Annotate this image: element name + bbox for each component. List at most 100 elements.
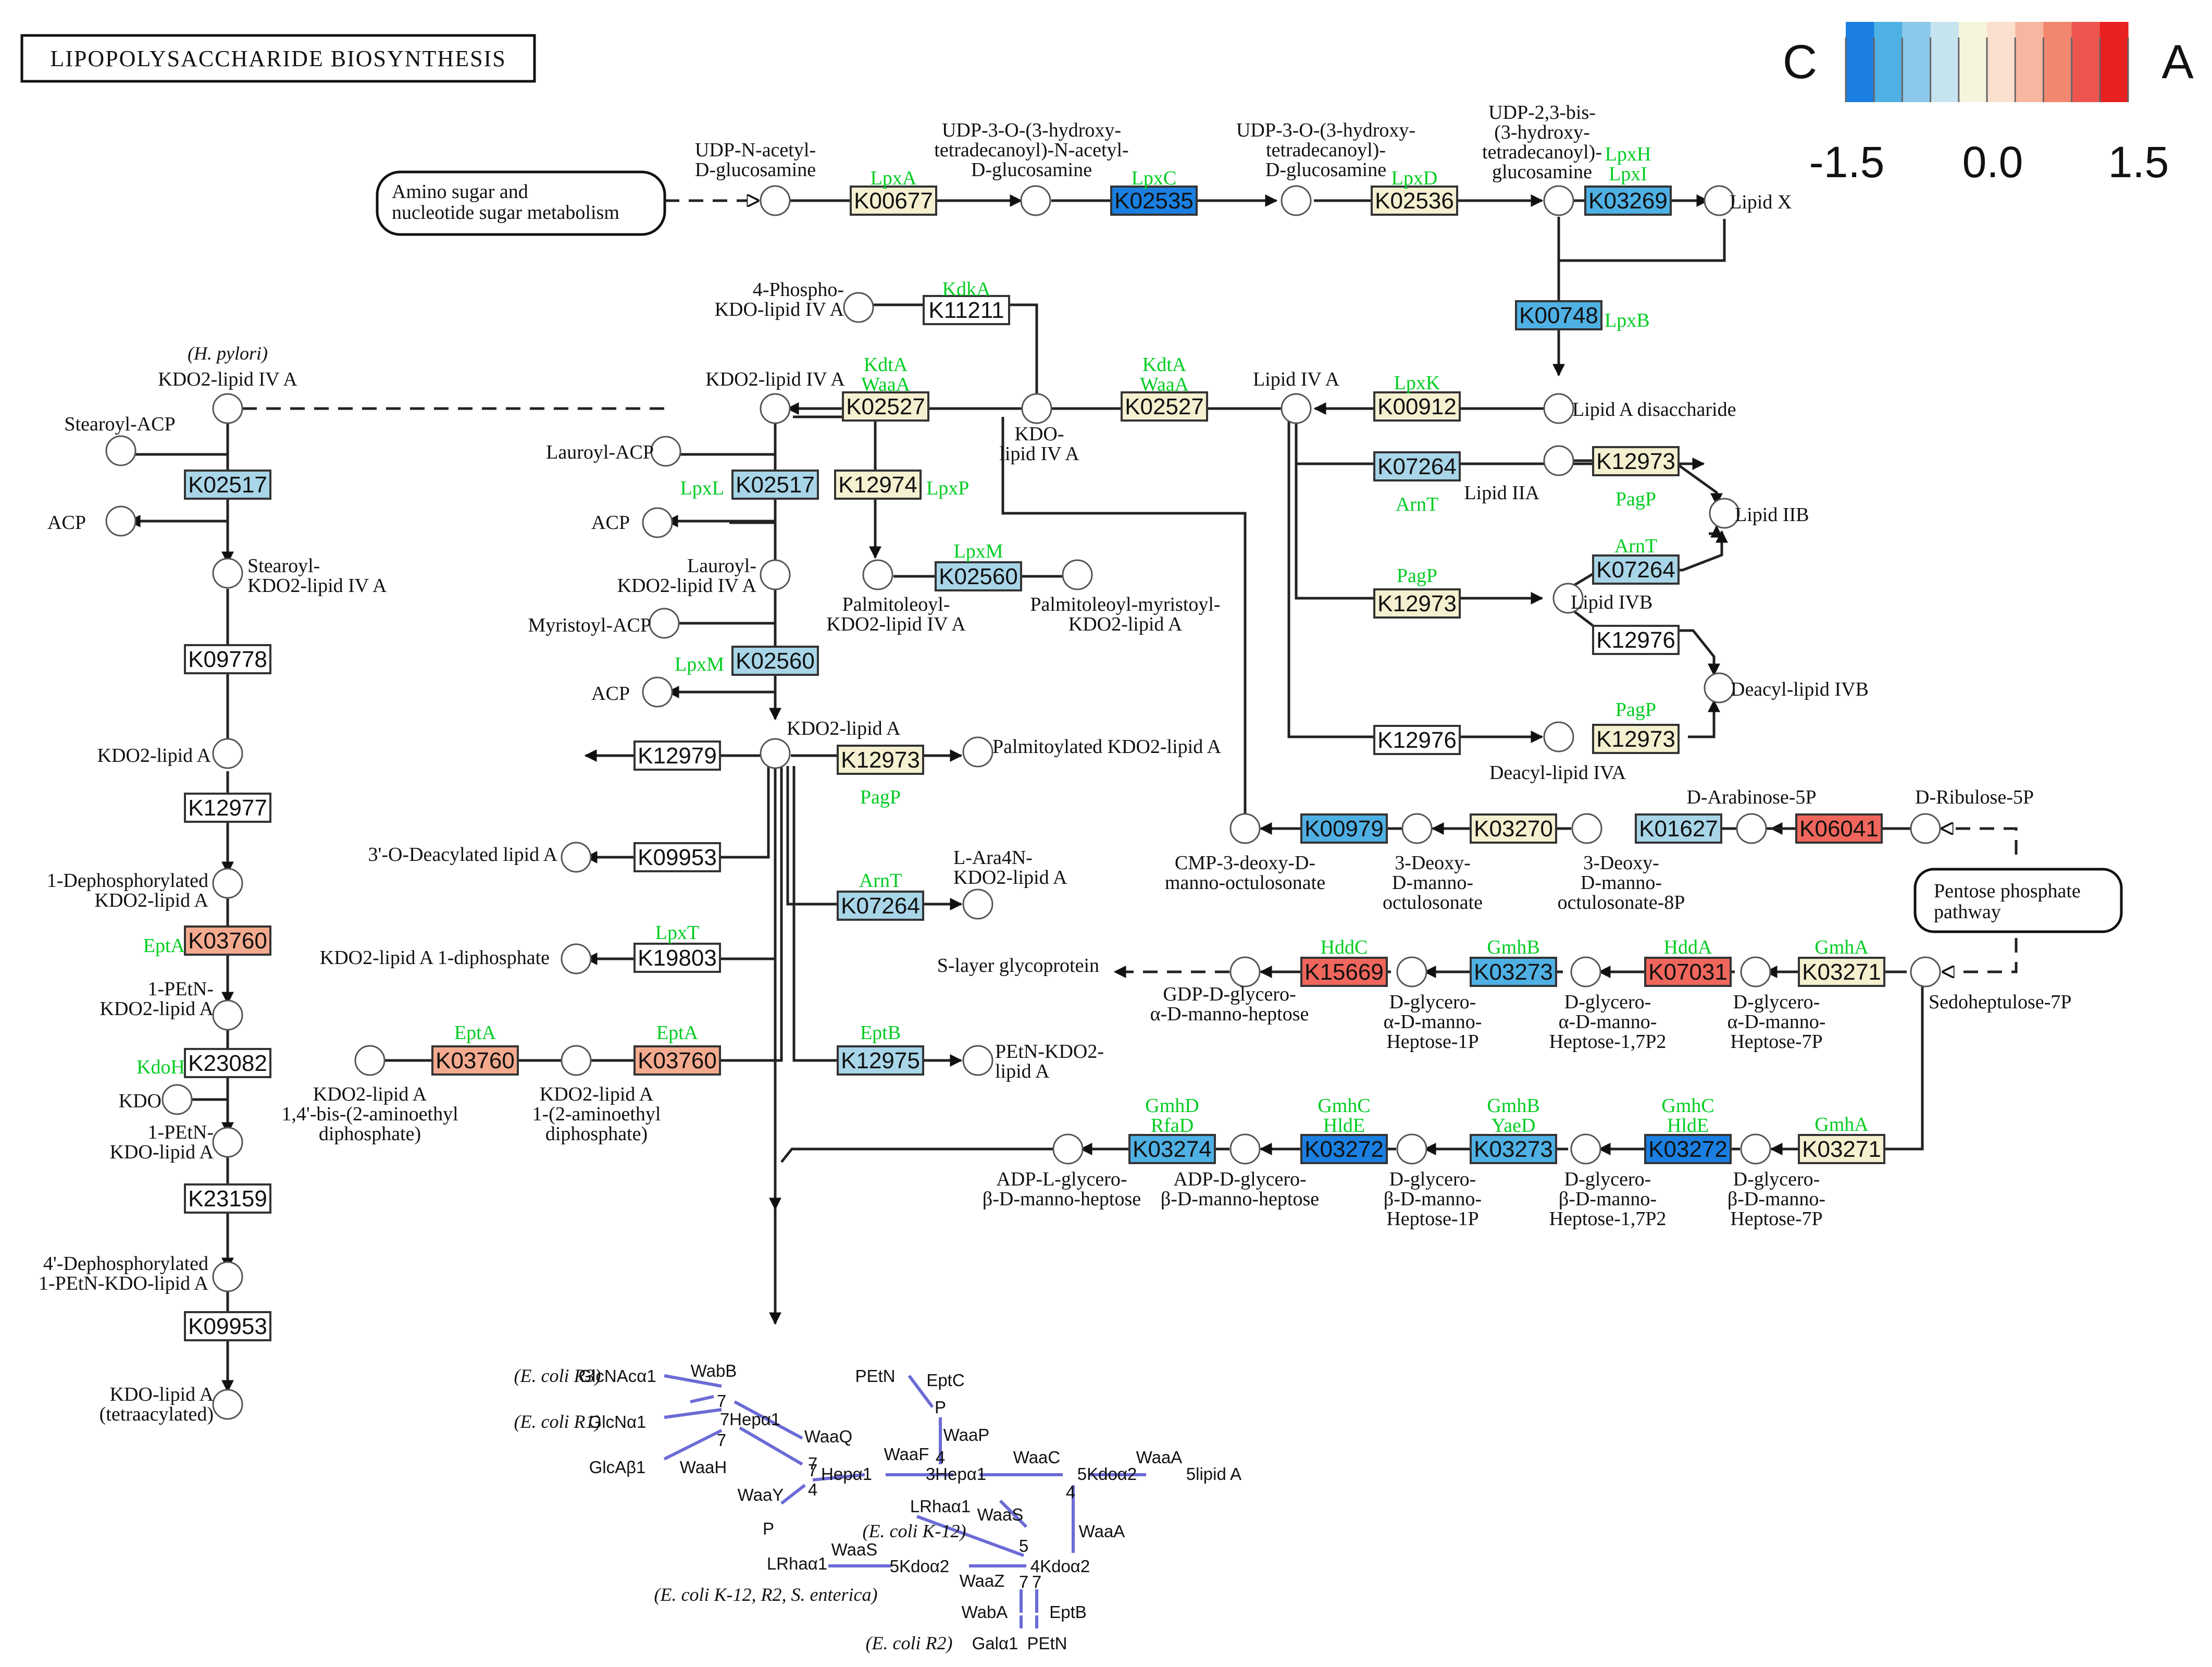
compound[interactable]: D-glycero-α-D-manno-Heptose-1P	[1384, 956, 1482, 1053]
compound[interactable]: Sedoheptulose-7P	[1910, 956, 2071, 1013]
compound[interactable]: Lipid IV A	[1253, 368, 1340, 424]
compound[interactable]: PEtN-KDO2-lipid A	[962, 1041, 1104, 1082]
compound[interactable]: D-glycero-α-D-manno-Heptose-7P	[1728, 956, 1826, 1053]
compound[interactable]: KDO-lipid IV A	[999, 393, 1079, 465]
enzyme-k23159[interactable]: K23159	[184, 1183, 271, 1214]
compound[interactable]: D-Arabinose-5P	[1686, 786, 1817, 844]
compound[interactable]: 1-PEtN-KDO-lipid A	[110, 1121, 243, 1163]
compound[interactable]: Lauroyl-ACP	[546, 436, 681, 467]
compound[interactable]: KDO-lipid A(tetraacylated)	[100, 1384, 243, 1425]
compound[interactable]: L-Ara4N-KDO2-lipid A	[953, 847, 1067, 920]
compound[interactable]: D-glycero-β-D-manno-Heptose-1,7P2	[1549, 1133, 1667, 1230]
compound[interactable]: Stearoyl-ACP	[64, 413, 176, 466]
compound[interactable]: 4-Phospho-KDO-lipid IV A	[715, 279, 874, 323]
compound[interactable]: Lipid IVB	[1552, 583, 1652, 614]
compound[interactable]: ACP	[591, 676, 673, 708]
compound[interactable]: KDO2-lipid A1,4'-bis-(2-aminoethyldiphos…	[281, 1045, 458, 1145]
compound[interactable]: D-glycero-α-D-manno-Heptose-1,7P2	[1549, 956, 1667, 1053]
compound[interactable]: 3-Deoxy-D-manno-octulosonate	[1383, 813, 1483, 913]
compound[interactable]: ADP-L-glycero-β-D-manno-heptose	[983, 1133, 1141, 1210]
compound[interactable]: CMP-3-deoxy-D-manno-octulosonate	[1165, 813, 1325, 894]
compound[interactable]: Palmitoleoyl-myristoyl-KDO2-lipid A	[1030, 559, 1221, 635]
compound[interactable]: ACP	[47, 505, 136, 537]
compound[interactable]: UDP-3-O-(3-hydroxy-tetradecanoyl)-D-gluc…	[1236, 119, 1415, 216]
enzyme-k09953[interactable]: K09953	[184, 1311, 271, 1341]
enzyme-k02517[interactable]: K02517	[184, 470, 271, 500]
enzyme-k09778[interactable]: K09778	[184, 644, 271, 674]
compound[interactable]: Palmitoleoyl-KDO2-lipid IV A	[826, 559, 966, 635]
compound[interactable]: Lipid X	[1704, 185, 1792, 216]
enzyme-k12977[interactable]: K12977	[184, 793, 271, 823]
enzyme-k12979[interactable]: K12979	[633, 740, 721, 771]
compound[interactable]: GDP-D-glycero-α-D-manno-heptose	[1150, 956, 1309, 1025]
compound[interactable]: KDO	[119, 1084, 193, 1115]
compound[interactable]: Lipid A disaccharide	[1543, 393, 1736, 424]
enzyme-k12976[interactable]: K12976	[1373, 725, 1461, 755]
enzyme-k12976[interactable]: K12976	[1592, 625, 1680, 655]
compound[interactable]: UDP-3-O-(3-hydroxy-tetradecanoyl)-N-acet…	[934, 119, 1129, 216]
compound[interactable]: D-Ribulose-5P	[1910, 786, 2034, 844]
compound[interactable]: KDO2-lipid A 1-diphosphate	[320, 943, 592, 974]
compound[interactable]: ADP-D-glycero-β-D-manno-heptose	[1161, 1133, 1319, 1210]
compound[interactable]: Lauroyl-KDO2-lipid IV A	[617, 555, 791, 597]
compound[interactable]: UDP-2,3-bis-(3-hydroxy-tetradecanoyl)-gl…	[1482, 102, 1602, 216]
compound[interactable]: D-glycero-β-D-manno-Heptose-7P	[1728, 1133, 1825, 1230]
enzyme-k01627[interactable]: K01627	[1635, 813, 1722, 844]
compound[interactable]: 3-Deoxy-D-manno-octulosonate-8P	[1558, 813, 1685, 913]
compound[interactable]: 3'-O-Deacylated lipid A	[368, 842, 592, 873]
map-pentose-phosphate[interactable]: Pentose phosphate pathway	[1913, 868, 2123, 933]
compound[interactable]: ACP	[591, 507, 673, 538]
compound[interactable]: KDO2-lipid IV A	[705, 368, 845, 424]
enzyme-k03270[interactable]: K03270	[1470, 813, 1557, 844]
compound[interactable]: Lipid IIB	[1709, 498, 1809, 529]
enzyme-k09953[interactable]: K09953	[633, 842, 721, 872]
compound[interactable]: KDO2-lipid A	[760, 718, 901, 769]
compound[interactable]: UDP-N-acetyl-D-glucosamine	[695, 139, 816, 216]
compound[interactable]: Deacyl-lipid IVA	[1489, 721, 1626, 784]
compound[interactable]: D-glycero-β-D-manno-Heptose-1P	[1384, 1133, 1482, 1230]
compound[interactable]: Palmitoylated KDO2-lipid A	[962, 736, 1222, 768]
compound[interactable]: Myristoyl-ACP	[528, 608, 680, 639]
compound[interactable]: Stearoyl-KDO2-lipid IV A	[212, 555, 387, 597]
map-amino-sugar[interactable]: Amino sugar and nucleotide sugar metabol…	[376, 170, 666, 236]
enzyme-k00979[interactable]: K00979	[1300, 813, 1388, 844]
